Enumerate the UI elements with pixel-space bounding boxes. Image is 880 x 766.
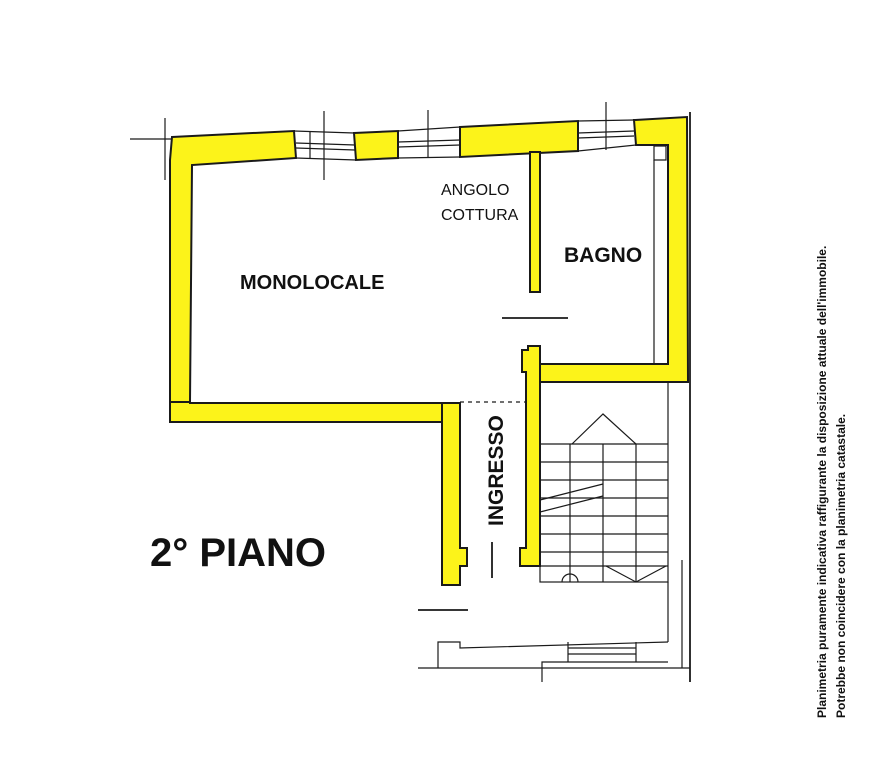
floor-label: 2° PIANO	[150, 531, 326, 575]
wall-ingresso-left	[441, 402, 468, 586]
wall-bottom-left	[169, 401, 443, 423]
exterior-walls	[169, 115, 690, 586]
kitchen-partition	[529, 151, 541, 293]
lower-structures	[418, 560, 690, 682]
disclaimer-line-2: Potrebbe non coincidere con la planimetr…	[834, 414, 848, 718]
wall-stairs	[519, 345, 541, 567]
room-label-ingresso: INGRESSO	[485, 415, 508, 526]
room-label-bagno: BAGNO	[564, 244, 642, 267]
staircase	[539, 381, 669, 583]
door-openings	[418, 317, 568, 611]
windows	[293, 102, 691, 682]
room-label-cottura: COTTURA	[441, 207, 519, 224]
exterior-ticks-left	[130, 118, 172, 180]
room-label-monolocale: MONOLOCALE	[240, 272, 384, 294]
wall-top-2	[352, 129, 399, 162]
room-label-angolo: ANGOLO	[441, 182, 509, 199]
wall-left	[169, 129, 298, 403]
bathroom-outline	[653, 145, 667, 364]
disclaimer-line-1: Planimetria puramente indicativa raffigu…	[815, 246, 829, 718]
wall-top-3	[459, 119, 579, 159]
